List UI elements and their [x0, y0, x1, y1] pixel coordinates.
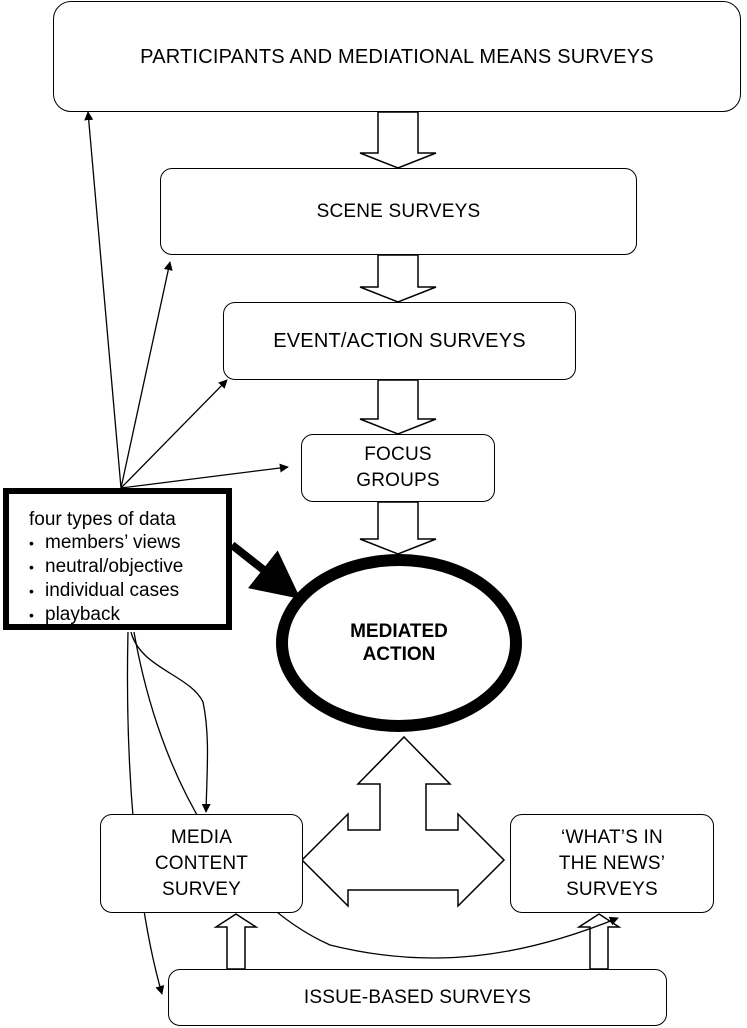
scene-surveys-label: SCENE SURVEYS — [316, 200, 481, 222]
block-arrow-issue-to-news — [576, 913, 622, 970]
media-content-survey-box: MEDIA CONTENT SURVEY — [100, 814, 303, 913]
focus-groups-label: FOCUS GROUPS — [356, 444, 440, 491]
block-arrow-focus-to-center — [359, 501, 437, 555]
arrow-data-to-focus — [120, 463, 289, 489]
data-types-list: • members’ views • neutral/objective • indi… — [29, 531, 226, 627]
list-item: • neutral/objective — [29, 555, 226, 579]
data-type-label: individual cases — [45, 580, 180, 601]
block-arrow-issue-to-media — [213, 913, 259, 970]
data-type-label: members’ views — [45, 532, 181, 553]
arrow-data-to-scene — [120, 261, 173, 489]
arrow-data-to-news — [133, 631, 619, 959]
whats-in-the-news-label: ‘WHAT’S IN THE NEWS’ SURVEYS — [558, 826, 666, 900]
list-item: • members’ views — [29, 531, 226, 555]
data-types-box: four types of data • members’ views • neut… — [3, 488, 232, 630]
bullet-icon: • — [29, 535, 34, 551]
block-arrow-participants-to-scene — [359, 111, 437, 169]
data-types-title: four types of data — [29, 509, 176, 530]
bullet-icon: • — [29, 607, 34, 623]
list-item: • playback — [29, 603, 226, 627]
media-content-survey-label: MEDIA CONTENT SURVEY — [154, 826, 249, 900]
whats-in-the-news-box: ‘WHAT’S IN THE NEWS’ SURVEYS — [510, 814, 714, 913]
list-item: • individual cases — [29, 579, 226, 603]
arrow-data-to-event — [120, 379, 228, 489]
event-action-surveys-label: EVENT/ACTION SURVEYS — [273, 330, 526, 352]
arrow-data-to-participants — [84, 111, 122, 489]
arrow-data-to-media — [130, 631, 211, 813]
event-action-surveys-box: EVENT/ACTION SURVEYS — [223, 302, 576, 380]
data-type-label: playback — [45, 604, 120, 625]
block-arrow-event-to-focus — [359, 379, 437, 435]
block-arrow-scene-to-event — [359, 254, 437, 303]
mediated-action-ellipse: MEDIATED ACTION — [276, 554, 522, 732]
scene-surveys-box: SCENE SURVEYS — [160, 168, 637, 255]
issue-based-surveys-box: ISSUE-BASED SURVEYS — [168, 969, 667, 1026]
issue-based-surveys-label: ISSUE-BASED SURVEYS — [303, 986, 532, 1008]
bullet-icon: • — [29, 583, 34, 599]
bullet-icon: • — [29, 559, 34, 575]
arrow-data-to-center — [229, 541, 301, 599]
data-type-label: neutral/objective — [45, 556, 184, 577]
participants-surveys-box: PARTICIPANTS AND MEDIATIONAL MEANS SURVE… — [53, 1, 741, 112]
block-arrow-center-media-news — [300, 735, 506, 908]
participants-surveys-label: PARTICIPANTS AND MEDIATIONAL MEANS SURVE… — [140, 45, 654, 68]
focus-groups-box: FOCUS GROUPS — [301, 434, 495, 502]
mediated-action-label: MEDIATED ACTION — [350, 621, 448, 665]
arrow-data-to-issue — [126, 631, 165, 995]
